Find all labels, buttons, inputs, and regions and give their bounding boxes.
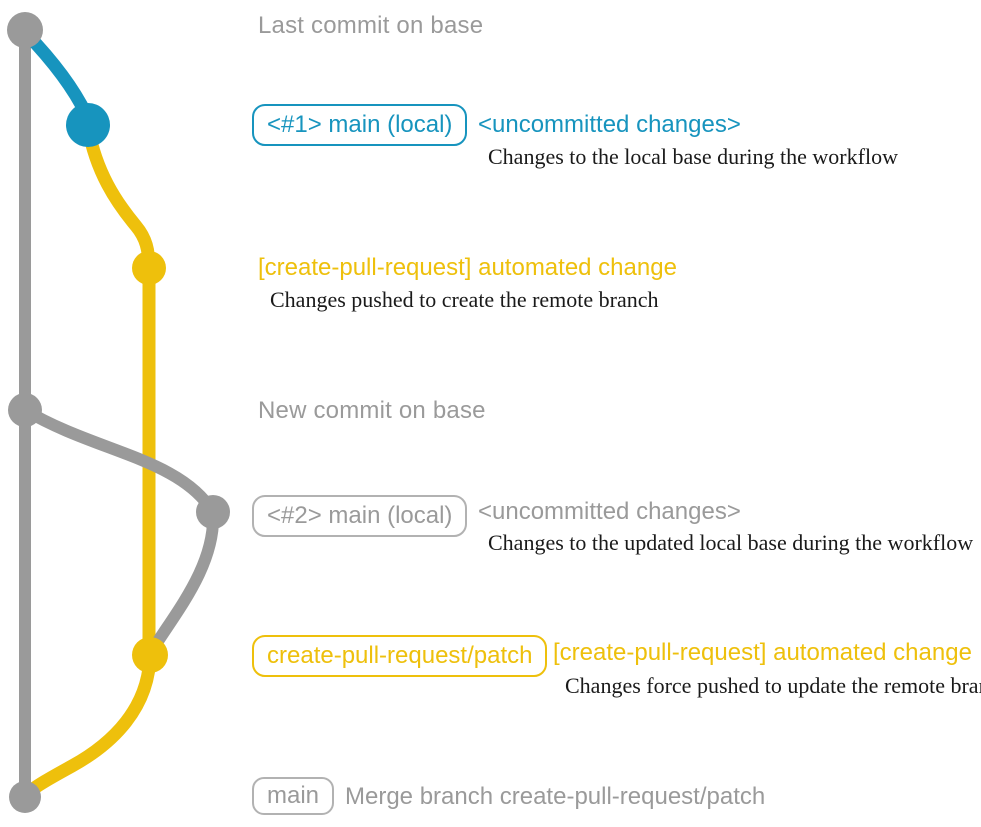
desc-automated-change-2: Changes force pushed to update the remot… <box>565 673 981 698</box>
commit-dot-merge <box>9 781 41 813</box>
commit-dot-local-main-2 <box>196 495 230 529</box>
pr-branch-line <box>81 120 156 657</box>
heading-new-commit-on-base: New commit on base <box>258 397 486 424</box>
desc-automated-change-1: Changes pushed to create the remote bran… <box>270 287 659 312</box>
commit-dot-automated-2 <box>132 637 168 673</box>
commit-dot-local-main-1 <box>66 103 110 147</box>
badge-main-label: main <box>252 777 335 815</box>
rebase-curve-in <box>147 506 220 655</box>
badge-create-pull-request-patch: create-pull-request/patch <box>252 635 548 677</box>
commit-dot-last-base <box>7 12 43 48</box>
pr-merge-curve <box>20 646 157 801</box>
badge-main-local-2: <#2> main (local) <box>252 495 468 537</box>
title-merge-branch: Merge branch create-pull-request/patch <box>345 783 766 810</box>
badge-main-local-1: <#1> main (local) <box>252 104 468 146</box>
desc-uncommitted-changes-1: Changes to the local base during the wor… <box>488 144 898 169</box>
badge-main-local-2-label: <#2> main (local) <box>252 495 468 537</box>
heading-last-commit-on-base: Last commit on base <box>258 12 484 39</box>
desc-uncommitted-changes-2: Changes to the updated local base during… <box>488 530 974 555</box>
badge-main-local-1-label: <#1> main (local) <box>252 104 468 146</box>
title-uncommitted-changes-1: <uncommitted changes> <box>478 111 741 138</box>
commit-dot-new-base <box>8 393 42 427</box>
title-automated-change-1: [create-pull-request] automated change <box>258 254 677 281</box>
rebase-curve-out <box>19 404 219 518</box>
local-main-branch-curve <box>19 26 93 121</box>
commit-dot-automated-1 <box>132 251 166 285</box>
badge-create-pull-request-patch-label: create-pull-request/patch <box>252 635 548 677</box>
commit-graph <box>7 12 230 813</box>
title-automated-change-2: [create-pull-request] automated change <box>553 639 972 666</box>
title-uncommitted-changes-2: <uncommitted changes> <box>478 498 741 525</box>
badge-main: main <box>252 777 335 815</box>
